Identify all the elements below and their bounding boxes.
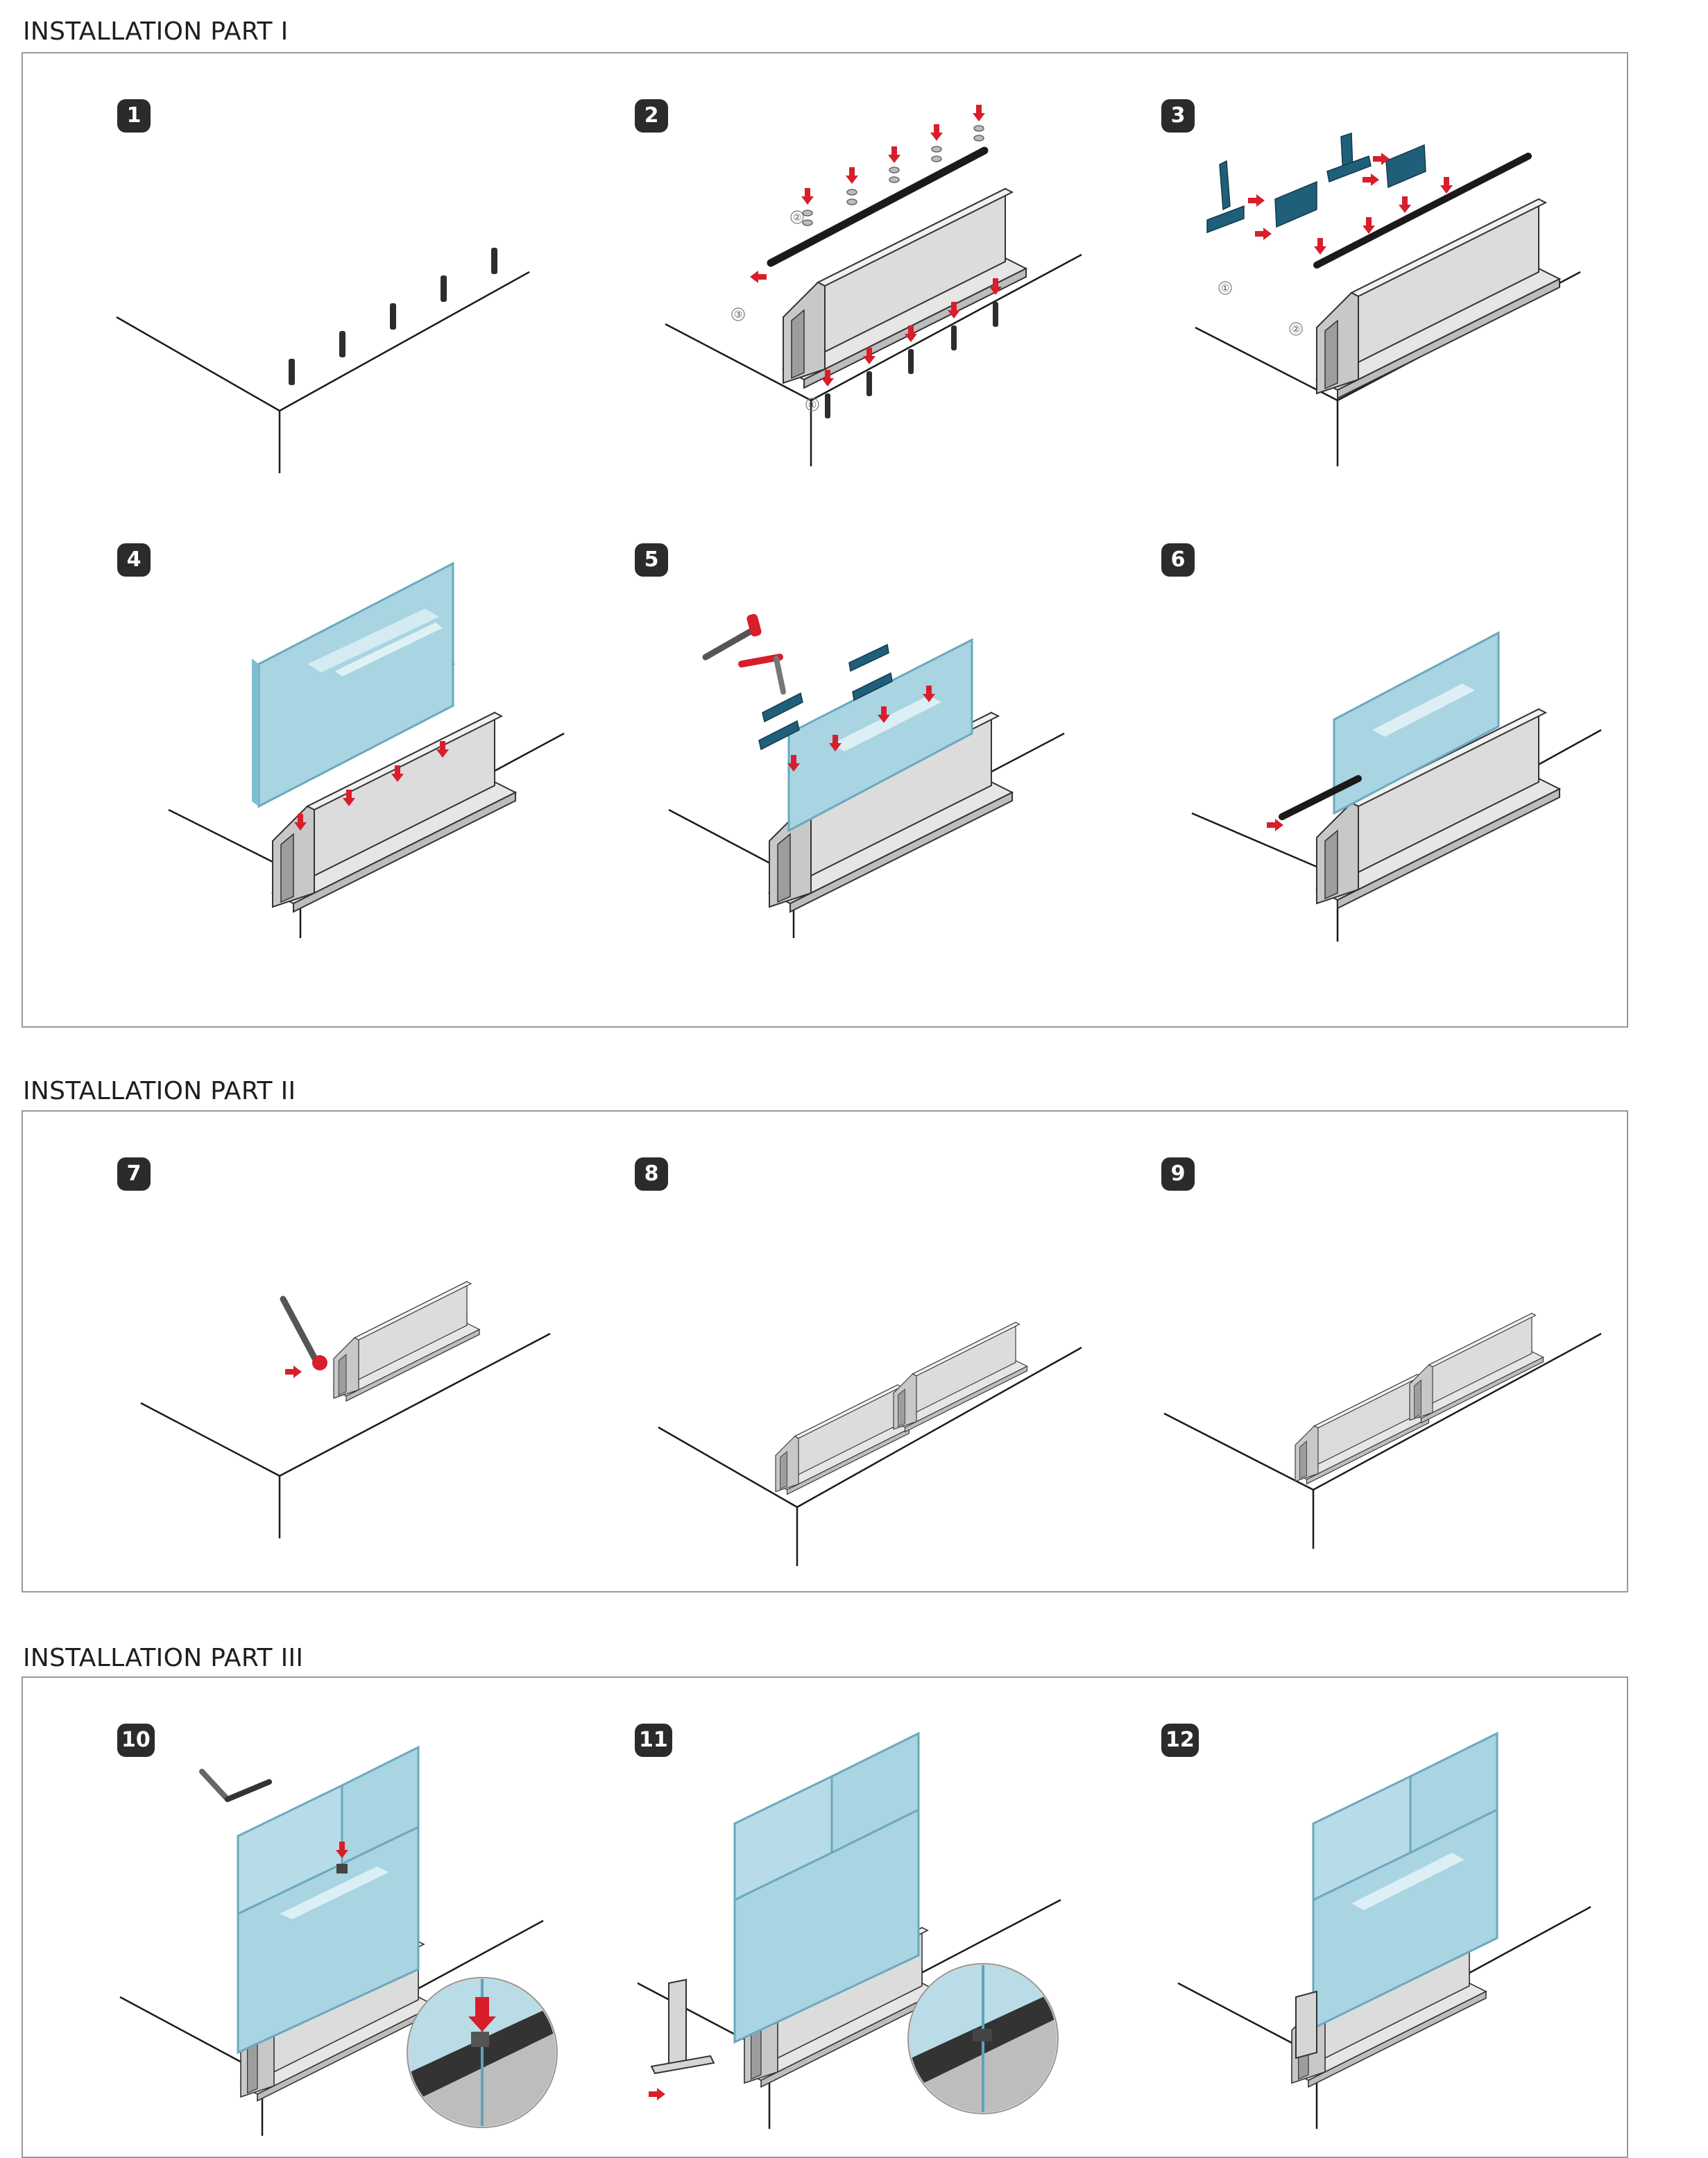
glass-panels: [1312, 1731, 1498, 2030]
step-badge: 2: [635, 99, 668, 133]
step-10-illustration: [51, 1706, 564, 2150]
step-badge: 4: [117, 543, 151, 577]
anchor-bolts: [289, 248, 497, 385]
step-badge: 9: [1161, 1157, 1195, 1191]
step-6-illustration: [1095, 525, 1608, 969]
installation-part-3-panel: 10: [22, 1676, 1628, 2158]
end-cap-piece: [650, 1978, 715, 2075]
glass-panels: [733, 1731, 920, 2044]
callout-2: ②: [1292, 324, 1301, 335]
installation-part-1-panel: 1 2: [22, 52, 1628, 1028]
callout-1: ①: [1221, 283, 1230, 294]
wedge-blocks: [758, 643, 893, 751]
step-badge: 3: [1161, 99, 1195, 133]
magnifier-detail-icon: [907, 1963, 1059, 2114]
step-11: 11: [568, 1706, 1082, 2150]
step-9-illustration: [1095, 1139, 1608, 1583]
step-6: 6: [1095, 525, 1608, 969]
step-badge: 6: [1161, 543, 1195, 577]
step-7-illustration: [51, 1139, 564, 1583]
step-8-illustration: [568, 1139, 1082, 1583]
glass-panel: [252, 561, 454, 808]
step-11-illustration: [568, 1706, 1082, 2150]
section-title-part-2: INSTALLATION PART II: [23, 1077, 296, 1105]
step-12: 12: [1095, 1706, 1608, 2150]
step-badge: 11: [635, 1724, 672, 1757]
step-1: 1: [51, 81, 564, 525]
step-3-illustration: ① ②: [1095, 81, 1608, 525]
step-5-illustration: [568, 525, 1082, 969]
step-badge: 8: [635, 1157, 668, 1191]
step-8: 8: [568, 1139, 1082, 1583]
step-12-illustration: [1095, 1706, 1608, 2150]
callout-3: ③: [734, 309, 743, 321]
end-cap-piece: [1295, 1990, 1317, 2059]
hammer-icon: [280, 1295, 327, 1370]
glass-panels: [237, 1745, 420, 2055]
step-badge: 7: [117, 1157, 151, 1191]
glass-panel: [1333, 631, 1500, 815]
step-9: 9: [1095, 1139, 1608, 1583]
step-1-illustration: [51, 81, 564, 525]
step-4-illustration: [51, 525, 565, 969]
step-badge: 10: [117, 1724, 155, 1757]
magnifier-detail-icon: [407, 1977, 558, 2128]
step-badge: 1: [117, 99, 151, 133]
step-5: 5: [568, 525, 1082, 969]
callout-1: ①: [808, 400, 817, 411]
step-3: 3: [1095, 81, 1608, 525]
installation-part-2-panel: 7 8: [22, 1110, 1628, 1592]
hammer-icon: [702, 613, 786, 695]
step-4: 4: [51, 525, 565, 969]
callout-2: ②: [793, 212, 802, 223]
step-2: 2: [568, 81, 1082, 525]
step-10: 10: [51, 1706, 564, 2150]
step-badge: 12: [1161, 1724, 1199, 1757]
wrench-icon: [199, 1769, 272, 1802]
section-title-part-3: INSTALLATION PART III: [23, 1644, 304, 1672]
clamp-blocks: [1206, 132, 1426, 234]
step-badge: 5: [635, 543, 668, 577]
step-2-illustration: ② ① ③: [568, 81, 1082, 525]
step-7: 7: [51, 1139, 564, 1583]
section-title-part-1: INSTALLATION PART I: [23, 17, 289, 46]
